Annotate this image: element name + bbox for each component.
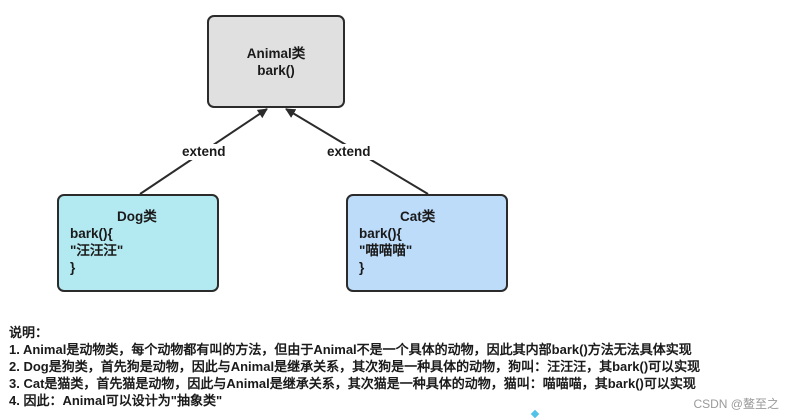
dog-class-node: Dog类 bark(){ "汪汪汪" } xyxy=(57,194,219,292)
dog-extend-label: extend xyxy=(179,144,229,160)
animal-class-title: Animal类 xyxy=(246,45,306,61)
cat-method-line: } xyxy=(359,260,365,275)
note-item: 2. Dog是狗类，首先狗是动物，因此与Animal是继承关系，其次狗是一种具体… xyxy=(9,359,701,374)
notes-heading: 说明： xyxy=(9,325,49,340)
dog-method-line: "汪汪汪" xyxy=(70,243,124,258)
animal-class-node: Animal类 bark() xyxy=(207,15,345,108)
note-item: 1. Animal是动物类，每个动物都有叫的方法，但由于Animal不是一个具体… xyxy=(9,342,692,357)
dog-method-line: bark(){ xyxy=(70,226,113,241)
watermark: CSDN @鳌至之 xyxy=(693,397,779,411)
cat-method-line: "喵喵喵" xyxy=(359,243,413,258)
note-item: 3. Cat是猫类，首先猫是动物，因此与Animal是继承关系，其次猫是一种具体… xyxy=(9,376,696,391)
cat-extend-label: extend xyxy=(324,144,374,160)
explanation-notes: 说明： 1. Animal是动物类，每个动物都有叫的方法，但由于Animal不是… xyxy=(9,324,785,409)
dog-method-line: } xyxy=(70,260,76,275)
cat-method-line: bark(){ xyxy=(359,226,402,241)
dog-class-title: Dog类 xyxy=(117,209,157,224)
cat-class-node: Cat类 bark(){ "喵喵喵" } xyxy=(346,194,508,292)
animal-class-method: bark() xyxy=(257,62,295,78)
cat-class-title: Cat类 xyxy=(400,209,436,224)
note-item: 4. 因此：Animal可以设计为"抽象类" xyxy=(9,393,223,408)
